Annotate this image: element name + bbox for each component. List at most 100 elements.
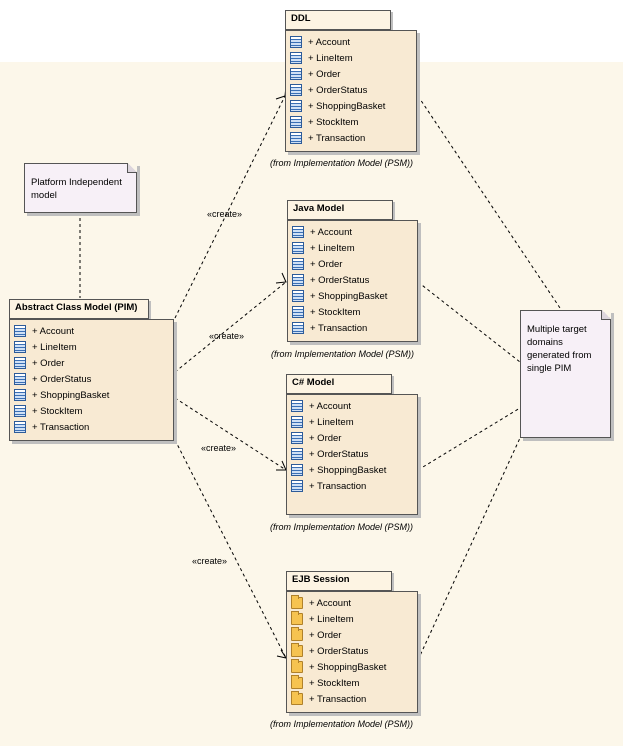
list-item[interactable]: + ShoppingBasket [287,659,417,675]
class-icon [14,373,26,385]
item-label: + Transaction [309,480,367,492]
item-label: + Transaction [309,693,367,705]
class-icon [290,116,302,128]
list-item[interactable]: + Order [287,430,417,446]
list-item[interactable]: + ShoppingBasket [287,462,417,478]
list-item[interactable]: + LineItem [287,611,417,627]
list-item[interactable]: + StockItem [288,304,417,320]
class-icon [291,480,303,492]
from-label-ejb: (from Implementation Model (PSM)) [270,719,414,729]
class-icon [292,306,304,318]
class-icon [291,464,303,476]
item-label: + Transaction [32,421,90,433]
list-item[interactable]: + Transaction [287,691,417,707]
class-icon [14,405,26,417]
from-label-ddl: (from Implementation Model (PSM)) [270,158,414,168]
item-label: + Account [309,597,351,609]
list-item[interactable]: + Account [286,34,416,50]
list-item[interactable]: + Transaction [286,130,416,146]
item-label: + OrderStatus [308,84,368,96]
class-icon [290,68,302,80]
pim-note-text: Platform Independent model [31,177,122,201]
package-body: + Account + LineItem + Order + OrderStat… [286,591,418,713]
list-item[interactable]: + OrderStatus [10,371,173,387]
class-icon [14,325,26,337]
class-icon [14,389,26,401]
pim-note[interactable]: Platform Independent model [24,163,137,213]
list-item[interactable]: + Order [288,256,417,272]
class-icon [290,100,302,112]
class-icon [292,290,304,302]
list-item[interactable]: + ShoppingBasket [286,98,416,114]
list-item[interactable]: + OrderStatus [287,446,417,462]
list-item[interactable]: + Order [286,66,416,82]
item-label: + StockItem [32,405,83,417]
note-fold-corner [601,310,611,320]
item-label: + StockItem [309,677,360,689]
folder-icon [291,627,303,641]
item-label: + Transaction [310,322,368,334]
package-title: EJB Session [286,571,392,591]
package-title: DDL [285,10,391,30]
package-body: + Account + LineItem + Order + OrderStat… [286,394,418,515]
item-label: + Account [32,325,74,337]
list-item[interactable]: + ShoppingBasket [288,288,417,304]
list-item[interactable]: + LineItem [287,414,417,430]
item-label: + LineItem [310,242,355,254]
list-item[interactable]: + ShoppingBasket [10,387,173,403]
item-label: + ShoppingBasket [308,100,386,112]
list-item[interactable]: + StockItem [286,114,416,130]
class-icon [292,258,304,270]
target-note-text: Multiple target domains generated from s… [527,324,592,374]
class-icon [14,421,26,433]
class-icon [292,226,304,238]
create-label-ejb: «create» [192,556,228,566]
note-fold-corner [127,163,137,173]
folder-icon [291,611,303,625]
item-label: + ShoppingBasket [309,661,387,673]
list-item[interactable]: + Transaction [288,320,417,336]
item-label: + Account [308,36,350,48]
item-label: + ShoppingBasket [309,464,387,476]
list-item[interactable]: + LineItem [10,339,173,355]
class-icon [292,242,304,254]
list-item[interactable]: + OrderStatus [287,643,417,659]
target-note[interactable]: Multiple target domains generated from s… [520,310,611,438]
create-label-java: «create» [209,331,245,341]
list-item[interactable]: + Order [10,355,173,371]
item-label: + LineItem [308,52,353,64]
class-icon [292,274,304,286]
folder-icon [291,659,303,673]
item-label: + StockItem [308,116,359,128]
class-icon [290,52,302,64]
class-icon [290,84,302,96]
package-title: Abstract Class Model (PIM) [9,299,149,319]
item-label: + Transaction [308,132,366,144]
folder-icon [291,691,303,705]
list-item[interactable]: + Account [10,323,173,339]
list-item[interactable]: + LineItem [286,50,416,66]
class-icon [290,36,302,48]
list-item[interactable]: + Account [287,398,417,414]
list-item[interactable]: + StockItem [287,675,417,691]
class-icon [291,400,303,412]
item-label: + Order [308,68,341,80]
create-label-csharp: «create» [201,443,237,453]
list-item[interactable]: + StockItem [10,403,173,419]
item-label: + LineItem [32,341,77,353]
package-title: C# Model [286,374,392,394]
list-item[interactable]: + LineItem [288,240,417,256]
item-label: + Account [310,226,352,238]
list-item[interactable]: + OrderStatus [288,272,417,288]
list-item[interactable]: + Order [287,627,417,643]
class-icon [14,341,26,353]
list-item[interactable]: + Account [287,595,417,611]
item-label: + OrderStatus [309,448,369,460]
list-item[interactable]: + OrderStatus [286,82,416,98]
list-item[interactable]: + Transaction [287,478,417,494]
list-item[interactable]: + Transaction [10,419,173,435]
class-icon [291,416,303,428]
item-label: + Order [309,629,342,641]
list-item[interactable]: + Account [288,224,417,240]
